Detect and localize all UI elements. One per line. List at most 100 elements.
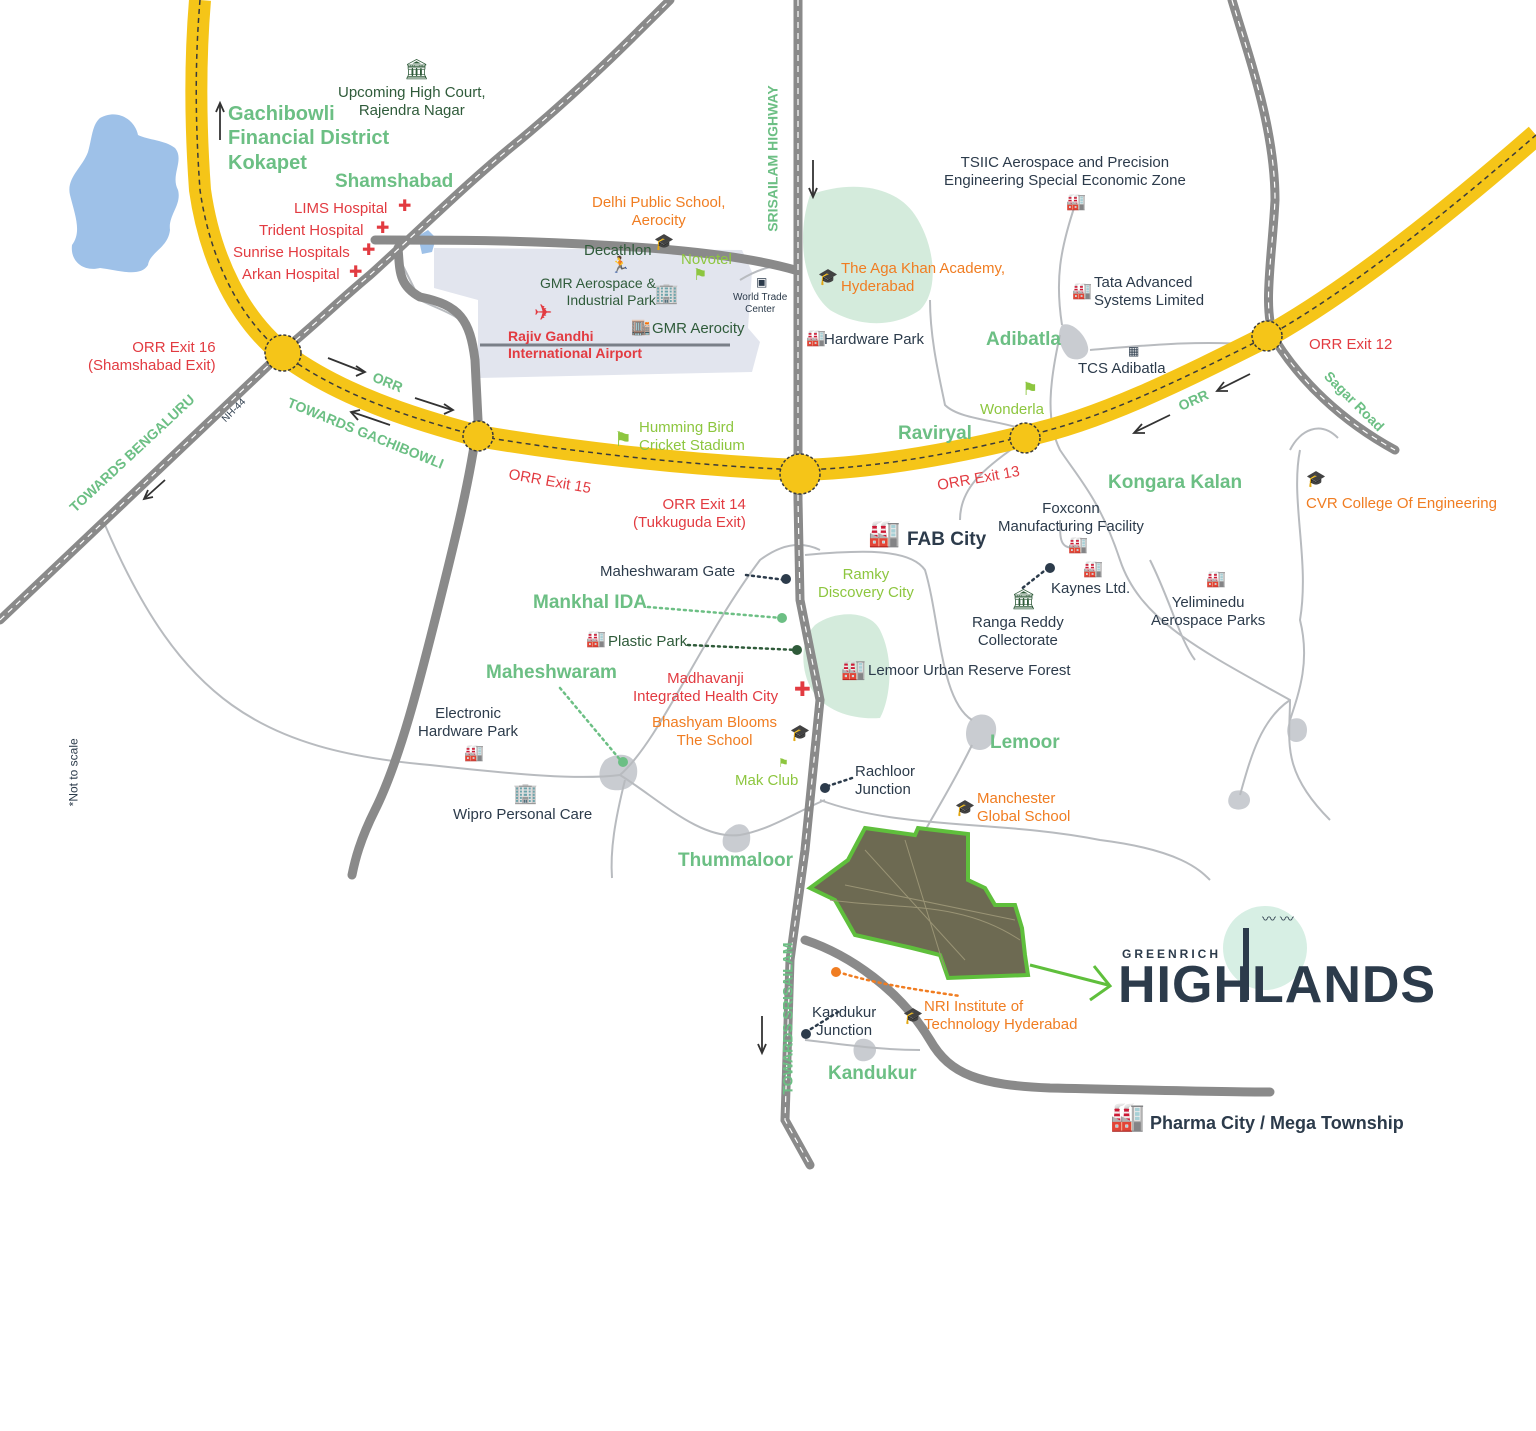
factory-icon: 🏭 xyxy=(841,659,866,681)
village-blob xyxy=(599,754,638,791)
village-blob xyxy=(722,824,751,853)
area-raviryal: Raviryal xyxy=(898,423,972,444)
building-icon: 🏢 xyxy=(513,783,538,805)
factory-icon: 🏭 xyxy=(806,330,826,347)
factory-icon: 🏭 xyxy=(868,518,901,548)
place-gmr-aerospace: GMR Aerospace & Industrial Park xyxy=(540,275,656,309)
place-hardware-park: Hardware Park xyxy=(824,331,925,348)
place-high-court: Upcoming High Court, Rajendra Nagar xyxy=(338,84,486,120)
brand-greenrich: GREENRICH xyxy=(1122,947,1222,961)
place-gmr-aerocity: GMR Aerocity xyxy=(652,320,745,337)
area-lemoor: Lemoor xyxy=(990,732,1060,753)
graduation-cap-icon: 🎓 xyxy=(790,725,810,742)
leisure-wonderla: Wonderla xyxy=(980,401,1044,418)
place-tata: Tata Advanced Systems Limited xyxy=(1094,274,1205,310)
factory-icon: 🏭 xyxy=(1083,561,1103,578)
place-plastic-park: Plastic Park xyxy=(608,633,688,650)
place-kaynes: Kaynes Ltd. xyxy=(1051,580,1131,597)
building-icon: ▣ xyxy=(756,275,768,289)
place-pharma: Pharma City / Mega Township xyxy=(1150,1113,1404,1133)
factory-icon: 🏭 xyxy=(586,631,606,648)
village-blob xyxy=(853,1038,876,1062)
exit-16: ORR Exit 16 (Shamshabad Exit) xyxy=(88,339,216,375)
exit-12: ORR Exit 12 xyxy=(1309,336,1393,353)
area-maheshwaram: Maheshwaram xyxy=(486,662,617,683)
factory-icon: 🏭 xyxy=(1072,283,1092,300)
factory-icon: 🏭 xyxy=(1206,571,1226,588)
courthouse-icon: 🏛 xyxy=(404,59,430,81)
place-wtc: World Trade Center xyxy=(733,292,788,316)
graduation-cap-icon: 🎓 xyxy=(903,1008,923,1025)
lake xyxy=(69,114,179,273)
forest-north xyxy=(802,186,933,324)
place-airport: Rajiv Gandhi International Airport xyxy=(508,328,643,362)
leisure-novotel: Novotel xyxy=(681,251,732,268)
factory-icon: 🏭 xyxy=(464,745,484,762)
place-decathlon: Decathlon xyxy=(584,242,652,259)
place-foxconn: Foxconn Manufacturing Facility xyxy=(998,500,1144,536)
area-adibatla: Adibatla xyxy=(986,329,1061,350)
area-kongara-kalan: Kongara Kalan xyxy=(1108,472,1243,493)
place-rachloor: Rachloor Junction xyxy=(855,763,916,799)
running-icon: 🏃 xyxy=(610,257,630,274)
village-blob xyxy=(1228,790,1250,810)
hospital-cross-icon: ✚ xyxy=(376,220,390,237)
school-aga-khan: The Aga Khan Academy, Hyderabad xyxy=(841,260,1005,296)
graduation-cap-icon: 🎓 xyxy=(955,800,975,817)
highways xyxy=(0,0,1400,1170)
forest-lemoor xyxy=(803,614,890,719)
orr-arrows xyxy=(142,100,1251,1056)
dots xyxy=(618,563,1055,1039)
place-tsiic: TSIIC Aerospace and Precision Engineerin… xyxy=(944,154,1186,190)
graduation-cap-icon: 🎓 xyxy=(1306,471,1326,488)
building-icon: 🏢 xyxy=(654,283,679,305)
place-yeliminedu: Yeliminedu Aerospace Parks xyxy=(1151,594,1266,630)
place-tcs: TCS Adibatla xyxy=(1078,360,1166,377)
road-towards-srisailam: TOWARDS SRISAILAM xyxy=(779,942,796,1095)
hospital-trident: Trident Hospital xyxy=(259,222,364,239)
hospital-cross-icon: ✚ xyxy=(349,264,363,281)
hospital-sunrise: Sunrise Hospitals xyxy=(233,244,350,261)
school-dps: Delhi Public School, Aerocity xyxy=(592,194,726,230)
school-nri: NRI Institute of Technology Hyderabad xyxy=(924,998,1078,1034)
place-electronic-hw: Electronic Hardware Park xyxy=(418,705,519,741)
school-bhashyam: Bhashyam Blooms The School xyxy=(652,714,778,750)
area-thummaloor: Thummaloor xyxy=(678,850,794,871)
hospital-madhavanji: Madhavanji Integrated Health City xyxy=(633,670,779,706)
place-kandukur-jn: Kandukur Junction xyxy=(812,1004,877,1040)
hospital-arkan: Arkan Hospital xyxy=(242,266,340,283)
place-maheshwaram-gate: Maheshwaram Gate xyxy=(600,563,736,580)
graduation-cap-icon: 🎓 xyxy=(654,234,674,251)
school-manchester: Manchester Global School xyxy=(977,790,1071,826)
birds-icon: 〰 〰 xyxy=(1262,911,1294,927)
school-cvr: CVR College Of Engineering xyxy=(1306,495,1497,512)
leisure-humming-bird: Humming Bird Cricket Stadium xyxy=(639,419,745,455)
not-to-scale-note: *Not to scale xyxy=(66,738,81,807)
factory-icon: 🏭 xyxy=(1066,194,1086,211)
exit-14: ORR Exit 14 (Tukkuguda Exit) xyxy=(633,496,746,532)
brand-highlands: HIGHLANDS xyxy=(1118,956,1437,1014)
village-blob xyxy=(1287,718,1308,742)
flag-icon: ⚑ xyxy=(1022,379,1039,399)
village-blob xyxy=(966,714,997,751)
building-icon: 🏬 xyxy=(631,319,651,336)
place-wipro: Wipro Personal Care xyxy=(453,806,593,823)
hospital-cross-icon: ✚ xyxy=(398,198,412,215)
graduation-cap-icon: 🎓 xyxy=(818,269,838,286)
airplane-icon: ✈ xyxy=(534,300,553,325)
place-lemoor-forest: Lemoor Urban Reserve Forest xyxy=(868,662,1071,679)
hospital-cross-icon: ✚ xyxy=(362,242,376,259)
flag-icon: ⚑ xyxy=(778,756,789,770)
area-shamshabad: Shamshabad xyxy=(335,171,454,192)
area-mankhal-ida: Mankhal IDA xyxy=(533,592,648,613)
project-arrow xyxy=(1029,963,1109,987)
interchanges xyxy=(264,320,1283,495)
project-site xyxy=(806,825,1031,981)
hospital-lims: LIMS Hospital xyxy=(294,200,388,217)
building-icon: ▦ xyxy=(1128,344,1140,358)
place-ranga-reddy: Ranga Reddy Collectorate xyxy=(972,614,1064,650)
area-gachibowli: Gachibowli Financial District Kokapet xyxy=(228,103,390,174)
leisure-ramky: Ramky Discovery City xyxy=(818,566,914,602)
factory-icon: 🏭 xyxy=(1110,1101,1145,1132)
